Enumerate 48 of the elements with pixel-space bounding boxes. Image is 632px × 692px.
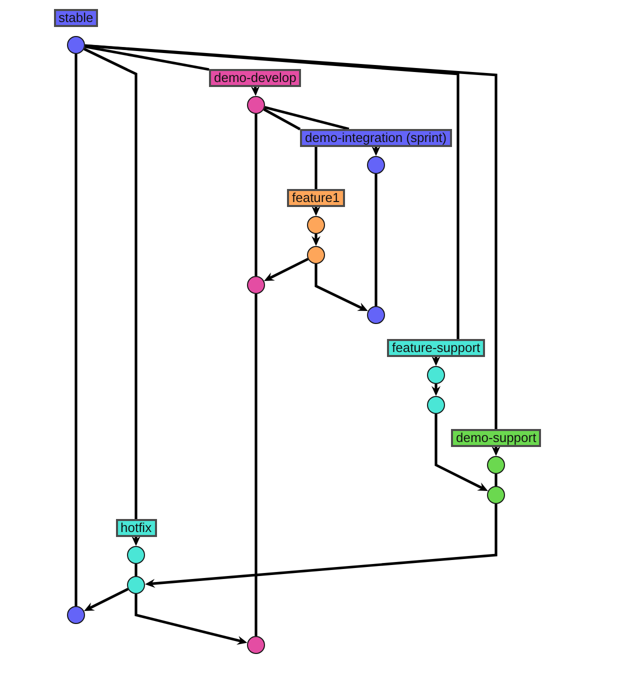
arrow [314, 264, 368, 312]
arrow [492, 446, 500, 456]
branch-label: demo-support [451, 429, 542, 447]
arrow [312, 206, 320, 216]
connector-line [494, 474, 498, 486]
commit-circle [307, 216, 325, 234]
arrow [84, 588, 129, 611]
connector-line [74, 54, 78, 606]
connector-line [264, 106, 350, 130]
arrow [134, 594, 248, 645]
connector-line [84, 44, 498, 429]
commit-circle [367, 306, 385, 324]
connector-line [254, 114, 258, 276]
branch-label: hotfix [116, 519, 157, 537]
arrow [264, 258, 309, 281]
connector-line [84, 45, 210, 71]
commit-circle [127, 576, 145, 594]
commit-circle [427, 396, 445, 414]
branch-label: feature-support [387, 339, 486, 357]
branch-label: demo-develop [209, 69, 302, 87]
connector-line [134, 564, 138, 576]
commit-circle [487, 456, 505, 474]
connector-line [84, 48, 138, 519]
branch-label: stable [54, 9, 98, 27]
commit-circle [127, 546, 145, 564]
commit-circle [67, 36, 85, 54]
commit-circle [367, 156, 385, 174]
arrow [432, 356, 440, 366]
connector-line [263, 108, 301, 130]
connector-line [374, 174, 378, 306]
commit-circle [247, 96, 265, 114]
arrow [434, 414, 488, 491]
arrow [250, 86, 260, 96]
connector-line [254, 294, 258, 636]
commit-circle [307, 246, 325, 264]
commit-circle [427, 366, 445, 384]
arrow [132, 536, 140, 546]
branch-label: feature1 [287, 189, 345, 207]
commit-circle [67, 606, 85, 624]
arrow [372, 146, 380, 156]
arrow [145, 504, 498, 588]
connector-line [314, 147, 318, 189]
branch-label: demo-integration (sprint) [300, 129, 452, 147]
arrow [312, 234, 320, 246]
arrow [432, 384, 440, 396]
commit-circle [487, 486, 505, 504]
commit-circle [247, 636, 265, 654]
commit-circle [247, 276, 265, 294]
